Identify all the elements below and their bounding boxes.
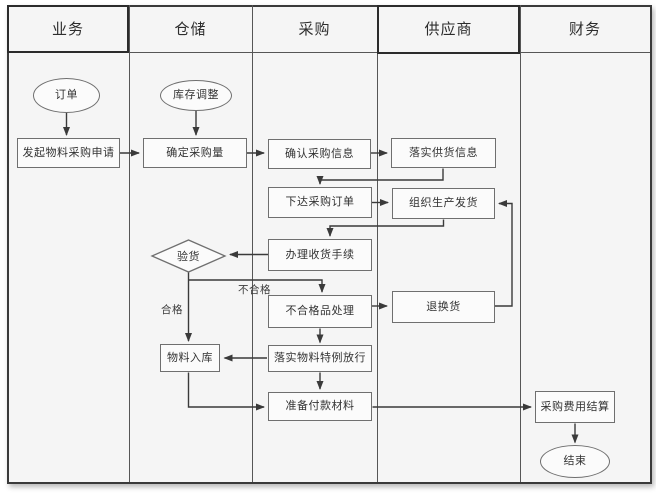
- lane-header-business: 业务: [51, 21, 84, 38]
- node-order-start: 订单: [33, 78, 100, 113]
- node-expense-settlement: 采购费用结算: [535, 391, 615, 423]
- node-determine-qty: 确定采购量: [143, 138, 247, 168]
- edge-production-to-receipt: [326, 219, 445, 237]
- edge-inspect-fail-to-reject: [188, 279, 326, 293]
- lane-header-purchasing: 采购: [298, 21, 331, 38]
- edge-return-to-production: [495, 200, 513, 307]
- edge-label-fail: 不合格: [238, 284, 271, 296]
- edge-storage-to-payment: [187, 372, 265, 411]
- node-issue-order: 下达采购订单: [268, 187, 372, 218]
- lane-divider: [520, 5, 521, 482]
- node-handle-receipt: 办理收货手续: [268, 239, 372, 271]
- node-confirm-info: 确认采购信息: [268, 139, 371, 169]
- inspect-diamond-shape: [150, 239, 227, 273]
- node-implement-supply: 落实供货信息: [391, 138, 496, 168]
- node-initiate-request: 发起物料采购申请: [17, 138, 120, 168]
- node-organize-production: 组织生产发货: [392, 188, 495, 219]
- node-material-storage: 物料入库: [160, 344, 220, 372]
- lane-divider: [252, 5, 253, 482]
- node-inventory-adjust: 库存调整: [160, 80, 232, 111]
- node-prepare-payment: 准备付款材料: [268, 392, 372, 421]
- edge-supply-to-issue: [316, 168, 444, 185]
- lane-divider: [377, 5, 378, 482]
- header-separator: [7, 52, 650, 53]
- node-return-exchange: 退换货: [392, 291, 495, 323]
- edge-label-pass: 合格: [161, 304, 183, 316]
- node-end: 结束: [540, 445, 610, 478]
- node-reject-handle: 不合格品处理: [268, 295, 372, 328]
- lane-header-finance: 财务: [568, 21, 601, 38]
- lane-header-supplier: 供应商: [424, 21, 473, 38]
- lane-header-warehouse: 仓储: [174, 21, 207, 38]
- node-special-release: 落实物料特例放行: [268, 345, 372, 372]
- lane-divider: [129, 5, 130, 482]
- node-inspect: 验货: [177, 251, 200, 263]
